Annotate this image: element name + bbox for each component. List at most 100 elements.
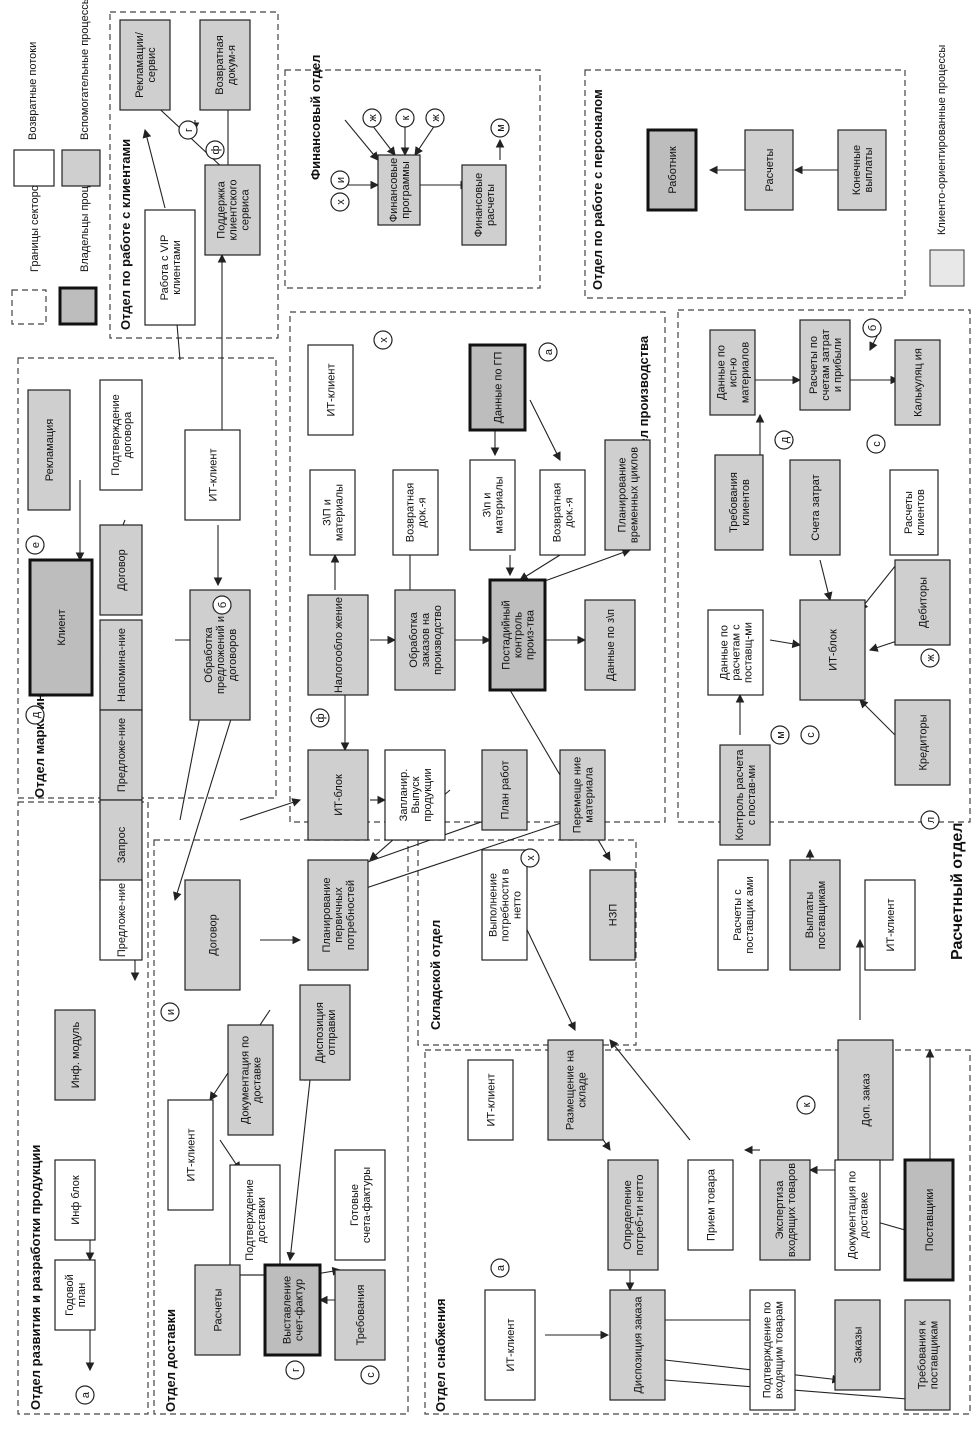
node-worker-label: Работник (667, 146, 679, 194)
section-settlement-border (677, 309, 971, 823)
node-taxation-label: Налогообло жение (333, 597, 345, 693)
node-supplier-calcs-box (717, 859, 769, 971)
node-final-payments-label: Конечныевыплаты (851, 145, 875, 195)
connector-g: г (178, 120, 198, 140)
node-zp-materials1-label: З\П иматериалы (322, 484, 346, 541)
node-warehouse-place-box (547, 1039, 604, 1141)
connector-a-circle (538, 342, 558, 362)
node-net-needs-det-label: Определениепотреб-ти нетто (622, 1174, 646, 1255)
node-it-client-mkt-label: ИТ-клиент (208, 448, 220, 501)
connector-e-label: е (30, 542, 42, 548)
node-delivery-docs-sup: Документация подоставке (834, 1159, 881, 1271)
connector-s-label: с (805, 732, 817, 738)
node-order-processing-label: Обработказаказов напроизводство (408, 605, 444, 675)
connector-m-label: м (495, 124, 507, 132)
node-incoming-confirm-label: Подтверждение повходящим товарам (762, 1301, 786, 1399)
node-requirements: Требования (334, 1269, 386, 1361)
node-worker-box (646, 128, 698, 212)
node-salary-data-box (584, 599, 636, 691)
node-it-client-sup-box (484, 1289, 536, 1401)
connector-b-circle (862, 318, 882, 338)
node-advertising-box (27, 389, 71, 511)
node-orders-label: Заказы (853, 1327, 865, 1364)
node-reminder-box (99, 619, 143, 711)
node-supplier-payments-label: Выплатыпоставщикам (804, 881, 828, 949)
section-production-title: Отдел производства (636, 335, 651, 470)
connector-s-circle (360, 1365, 380, 1385)
node-return-docs: Возвратнаядокум-я (199, 19, 251, 111)
node-client: Клиент (28, 558, 94, 697)
node-return-doc-prod1-label: Возвратнаядок.-я (405, 483, 429, 542)
node-it-client-prod-label: ИТ-клиент (326, 363, 338, 416)
legend-client-oriented-label: Клиенто-ориентированные процессы (936, 45, 948, 235)
node-invoicing: Выставлениесчет-фактур (263, 1263, 322, 1357)
node-order-processing: Обработказаказов напроизводство (394, 589, 456, 691)
section-personnel-title: Отдел по работе с персоналом (590, 89, 605, 290)
connector-s: с (360, 1365, 380, 1385)
node-time-planning-box (604, 439, 651, 551)
node-planned-output-label: Запланир.Выпускпродукции (398, 768, 434, 821)
node-proposal2: Предложе-ние (99, 879, 143, 961)
node-extra-order-label: Доп. заказ (861, 1073, 873, 1126)
connector-x: х (373, 330, 393, 350)
node-cost-acc-db: Счета затрат (789, 459, 841, 556)
connector-x-label: х (378, 337, 390, 343)
legend: Границы секторов Владельцы процессов Воз… (11, 0, 965, 326)
node-time-planning: Планированиевременных циклов (604, 439, 651, 551)
connector-f-circle (310, 708, 330, 728)
node-annual-plan-box (54, 1259, 96, 1331)
node-supplier-calcs-label: Расчеты споставщик ами (732, 876, 756, 953)
connector-f-label: ф (210, 145, 222, 154)
node-it-client-sup: ИТ-клиент (484, 1289, 536, 1401)
connector-l: л (920, 810, 940, 830)
node-calcs-deliv: Расчеты (194, 1264, 241, 1356)
connector-b-circle (212, 595, 232, 615)
node-it-client-wh: ИТ-клиент (467, 1059, 514, 1141)
connector-b-label: б (217, 602, 229, 608)
connector-d-label: д (779, 436, 791, 443)
connector-m-label: м (775, 731, 787, 739)
node-fin-programs: Финансовыепрограммы (377, 154, 421, 226)
node-material-move-label: Перемеще ниематериала (572, 757, 596, 833)
node-planned-output-box (384, 749, 446, 841)
node-request: Запрос (99, 799, 143, 891)
node-delivery-docs-label: Документация подоставке (240, 1036, 264, 1124)
node-it-client-settle-label: ИТ-клиент (885, 898, 897, 951)
node-zp-materials1: З\П иматериалы (309, 469, 356, 556)
connector-k: к (796, 1095, 816, 1115)
node-materials-data-label: Данные поисп-юматериалов (716, 342, 752, 404)
node-dispatch-disp-label: Диспозицияотправки (314, 1002, 338, 1063)
node-it-block-prod-box (307, 749, 369, 841)
node-it-client-deliv: ИТ-клиент (167, 1099, 214, 1211)
connector-f: ф (310, 708, 330, 728)
node-it-block-settle-box (799, 599, 866, 701)
legend-sector-bounds-label: Границы секторов (29, 179, 41, 272)
node-creditors-label: Кредиторы (918, 714, 930, 770)
section-warehouse-title: Складской отдел (428, 920, 443, 1030)
node-material-move: Перемеще ниематериала (559, 749, 606, 841)
connector-zh: ж (920, 648, 940, 668)
node-gp-data-box (468, 343, 527, 432)
connector-a-circle (75, 1385, 95, 1405)
node-goods-receipt-box (687, 1159, 734, 1251)
node-contract-doc: Договор (99, 524, 143, 616)
node-proposal2-label: Предложе-ние (116, 883, 128, 957)
node-zp-materials1-box (309, 469, 356, 556)
node-supplier-req-box (904, 1299, 951, 1411)
node-goods-expertise-box (759, 1159, 811, 1261)
node-cost-accounts-box (799, 319, 851, 411)
connector-zh-label: ж (430, 114, 442, 122)
node-it-client-settle: ИТ-клиент (864, 879, 916, 971)
node-net-needs-det: Определениепотреб-ти нетто (607, 1159, 659, 1271)
node-calcs-deliv-box (194, 1264, 241, 1356)
connector-d: д (774, 430, 794, 450)
node-it-client-settle-box (864, 879, 916, 971)
node-claims-service-label: Рекламации/сервис (134, 31, 158, 98)
connector-f-label: ф (315, 713, 327, 722)
node-costing-box (894, 339, 941, 426)
connector-s-circle (800, 725, 820, 745)
node-supplier-req-label: Требования кпоставщикам (917, 1321, 941, 1390)
node-proposal2-box (99, 879, 143, 961)
